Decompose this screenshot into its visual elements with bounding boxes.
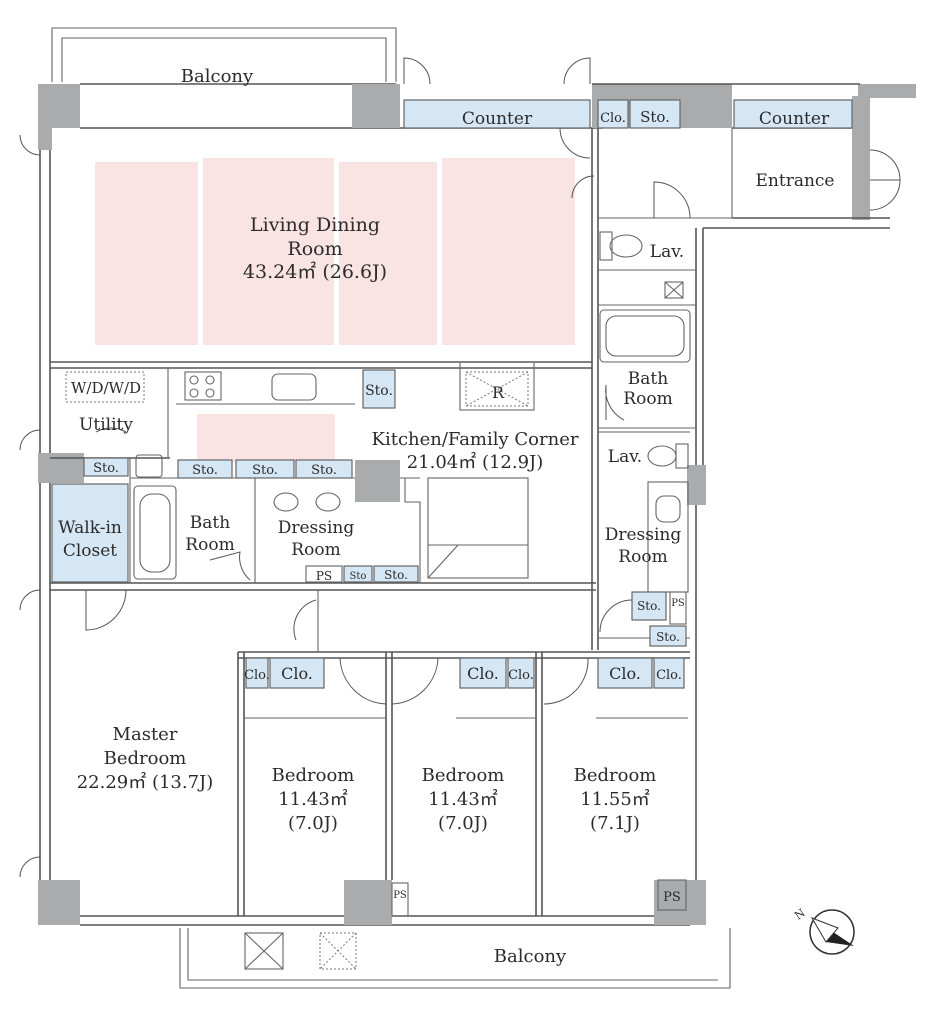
balcony-bottom <box>179 928 731 989</box>
living-floor-shading <box>95 158 575 462</box>
bath-left-label-2: Room <box>185 535 234 555</box>
wdwd-label: W/D/W/D <box>71 379 141 397</box>
balcony-bottom-label: Balcony <box>494 946 567 967</box>
room-labels: Balcony Counter Clo. Sto. Counter Entran… <box>58 66 834 967</box>
master-label-1: Master <box>113 724 178 745</box>
bed2-clo-a-label: Clo. <box>467 664 499 683</box>
sto-k3-label: Sto. <box>311 463 337 478</box>
lav-top-label: Lav. <box>650 242 684 262</box>
bed1-jo-label: (7.0J) <box>288 813 338 834</box>
bed1-label: Bedroom <box>272 765 355 786</box>
compass-north-label: N <box>792 906 808 922</box>
ps-corner-label: PS <box>663 890 681 905</box>
sto-r2-label: Sto. <box>656 630 680 644</box>
kitchen-area-label: 21.04㎡ (12.9J) <box>407 451 544 473</box>
bed1-clo-b-label: Clo. <box>281 664 313 683</box>
sto-k1-label: Sto. <box>192 463 218 478</box>
bed3-area-label: 11.55㎡ <box>580 788 650 810</box>
bed2-area-label: 11.43㎡ <box>428 788 498 810</box>
bath-left-label-1: Bath <box>190 513 230 533</box>
ps-bottom-label: PS <box>393 890 407 901</box>
dress-left-label-2: Room <box>291 540 340 560</box>
bath-right-label-1: Bath <box>628 369 668 389</box>
ps-mid-label: PS <box>316 569 332 583</box>
balcony-top <box>51 27 397 82</box>
utility-label: Utility <box>79 415 133 435</box>
bed3-label: Bedroom <box>574 765 657 786</box>
storage-areas <box>51 99 853 689</box>
lav-right-label: Lav. <box>608 447 642 467</box>
sto-utility-label: Sto. <box>93 461 119 476</box>
bed2-label: Bedroom <box>422 765 505 786</box>
sto-r1-label: Sto. <box>637 599 661 613</box>
dress-right-label-1: Dressing <box>605 525 682 545</box>
sto-small-label: Sto <box>350 571 367 582</box>
compass-icon: N <box>792 906 855 955</box>
fridge-label: R <box>492 383 505 402</box>
bath-right-label-2: Room <box>623 389 672 409</box>
clo-entry-label: Clo. <box>600 111 626 126</box>
fixtures <box>133 231 691 970</box>
dress-left-label-1: Dressing <box>278 518 355 538</box>
counter-entrance-label: Counter <box>759 109 830 129</box>
living-title-label: Living Dining <box>250 214 380 236</box>
ps-r-label: PS <box>671 598 685 609</box>
bed2-jo-label: (7.0J) <box>438 813 488 834</box>
counter-kitchen-label: Counter <box>462 109 533 129</box>
dress-right-label-2: Room <box>618 547 667 567</box>
small-outlines <box>65 361 687 917</box>
bed3-clo-b-label: Clo. <box>656 668 682 683</box>
sto-dress-label: Sto. <box>384 568 408 582</box>
bed2-clo-b-label: Clo. <box>508 668 534 683</box>
bed1-clo-a-label: Clo. <box>244 668 270 683</box>
bed3-jo-label: (7.1J) <box>590 813 640 834</box>
sto-entry-label: Sto. <box>640 108 670 126</box>
balcony-top-label: Balcony <box>181 66 254 87</box>
sto-k2-label: Sto. <box>252 463 278 478</box>
bed3-clo-a-label: Clo. <box>609 664 641 683</box>
walkin-label-2: Closet <box>63 541 117 561</box>
bed1-area-label: 11.43㎡ <box>278 788 348 810</box>
kitchen-title-label: Kitchen/Family Corner <box>372 429 579 450</box>
door-swings <box>19 57 901 878</box>
master-label-2: Bedroom <box>104 748 187 769</box>
living-room-label: Room <box>287 238 342 260</box>
sto-kitchen-label: Sto. <box>365 383 393 399</box>
entrance-label: Entrance <box>756 171 835 191</box>
master-area-label: 22.29㎡ (13.7J) <box>77 771 214 793</box>
walkin-label-1: Walk-in <box>58 518 122 538</box>
living-area-label: 43.24㎡ (26.6J) <box>243 260 387 283</box>
